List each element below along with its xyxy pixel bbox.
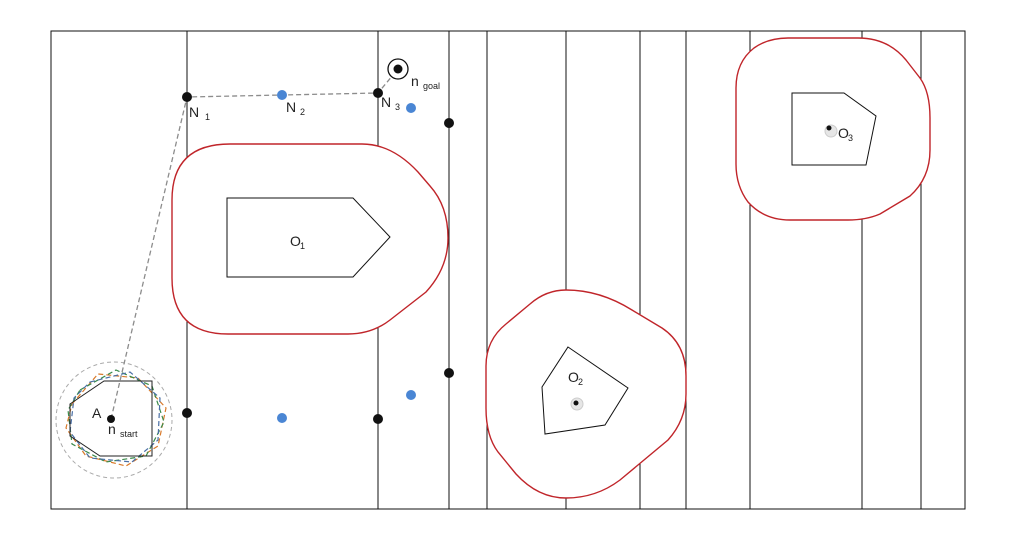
node-n2 [277, 90, 287, 100]
label-ngoal: n [411, 73, 419, 89]
node-black-lower [373, 414, 383, 424]
label-n1: N [189, 104, 199, 120]
node-black-mid [444, 368, 454, 378]
workspace-border [50, 30, 966, 510]
obstacle-2-polygon [541, 346, 629, 435]
obstacle-1: O 1 [171, 143, 449, 335]
obstacle-1-label: O [290, 233, 301, 249]
obstacle-1-label-sub: 1 [300, 241, 305, 251]
obstacle-3-label-sub: 3 [848, 133, 853, 143]
start-node-icon [107, 415, 115, 423]
robot-bounding-circle [55, 361, 173, 479]
label-n3-sub: 3 [395, 102, 400, 112]
label-n1-sub: 1 [205, 112, 210, 122]
node-blue-upper-right [406, 103, 416, 113]
obstacle-2-label: O [568, 369, 579, 385]
node-blue-mid [406, 390, 416, 400]
robot-label: A [92, 405, 102, 421]
obstacle-2-label-sub: 2 [578, 377, 583, 387]
label-ngoal-sub: goal [423, 81, 440, 91]
node-black-lower-left [182, 408, 192, 418]
obstacle-1-polygon [226, 197, 391, 278]
obstacle-2-boundary [485, 289, 687, 499]
obstacle-2-center [573, 400, 579, 406]
robot-start-footprint: A [55, 361, 173, 479]
obstacle-2: O 2 [485, 289, 687, 499]
label-n2-sub: 2 [300, 107, 305, 117]
obstacle-3-polygon [791, 92, 877, 166]
label-nstart-sub: start [120, 429, 138, 439]
obstacle-3-label: O [838, 125, 849, 141]
label-n2: N [286, 99, 296, 115]
node-n3 [373, 88, 383, 98]
label-nstart: n [108, 421, 116, 437]
obstacle-3-center [826, 125, 832, 131]
goal-target-icon [387, 58, 409, 80]
graph-nodes [107, 88, 454, 424]
obstacle-1-boundary [171, 143, 449, 335]
robot-footprint-blue [69, 371, 161, 463]
node-blue-lower [277, 413, 287, 423]
robot-footprint-orange [65, 373, 167, 467]
label-n3: N [381, 94, 391, 110]
obstacle-3: O 3 [735, 37, 931, 221]
node-n1 [182, 92, 192, 102]
node-black-upper-right [444, 118, 454, 128]
robot-footprint-solid [69, 380, 153, 457]
